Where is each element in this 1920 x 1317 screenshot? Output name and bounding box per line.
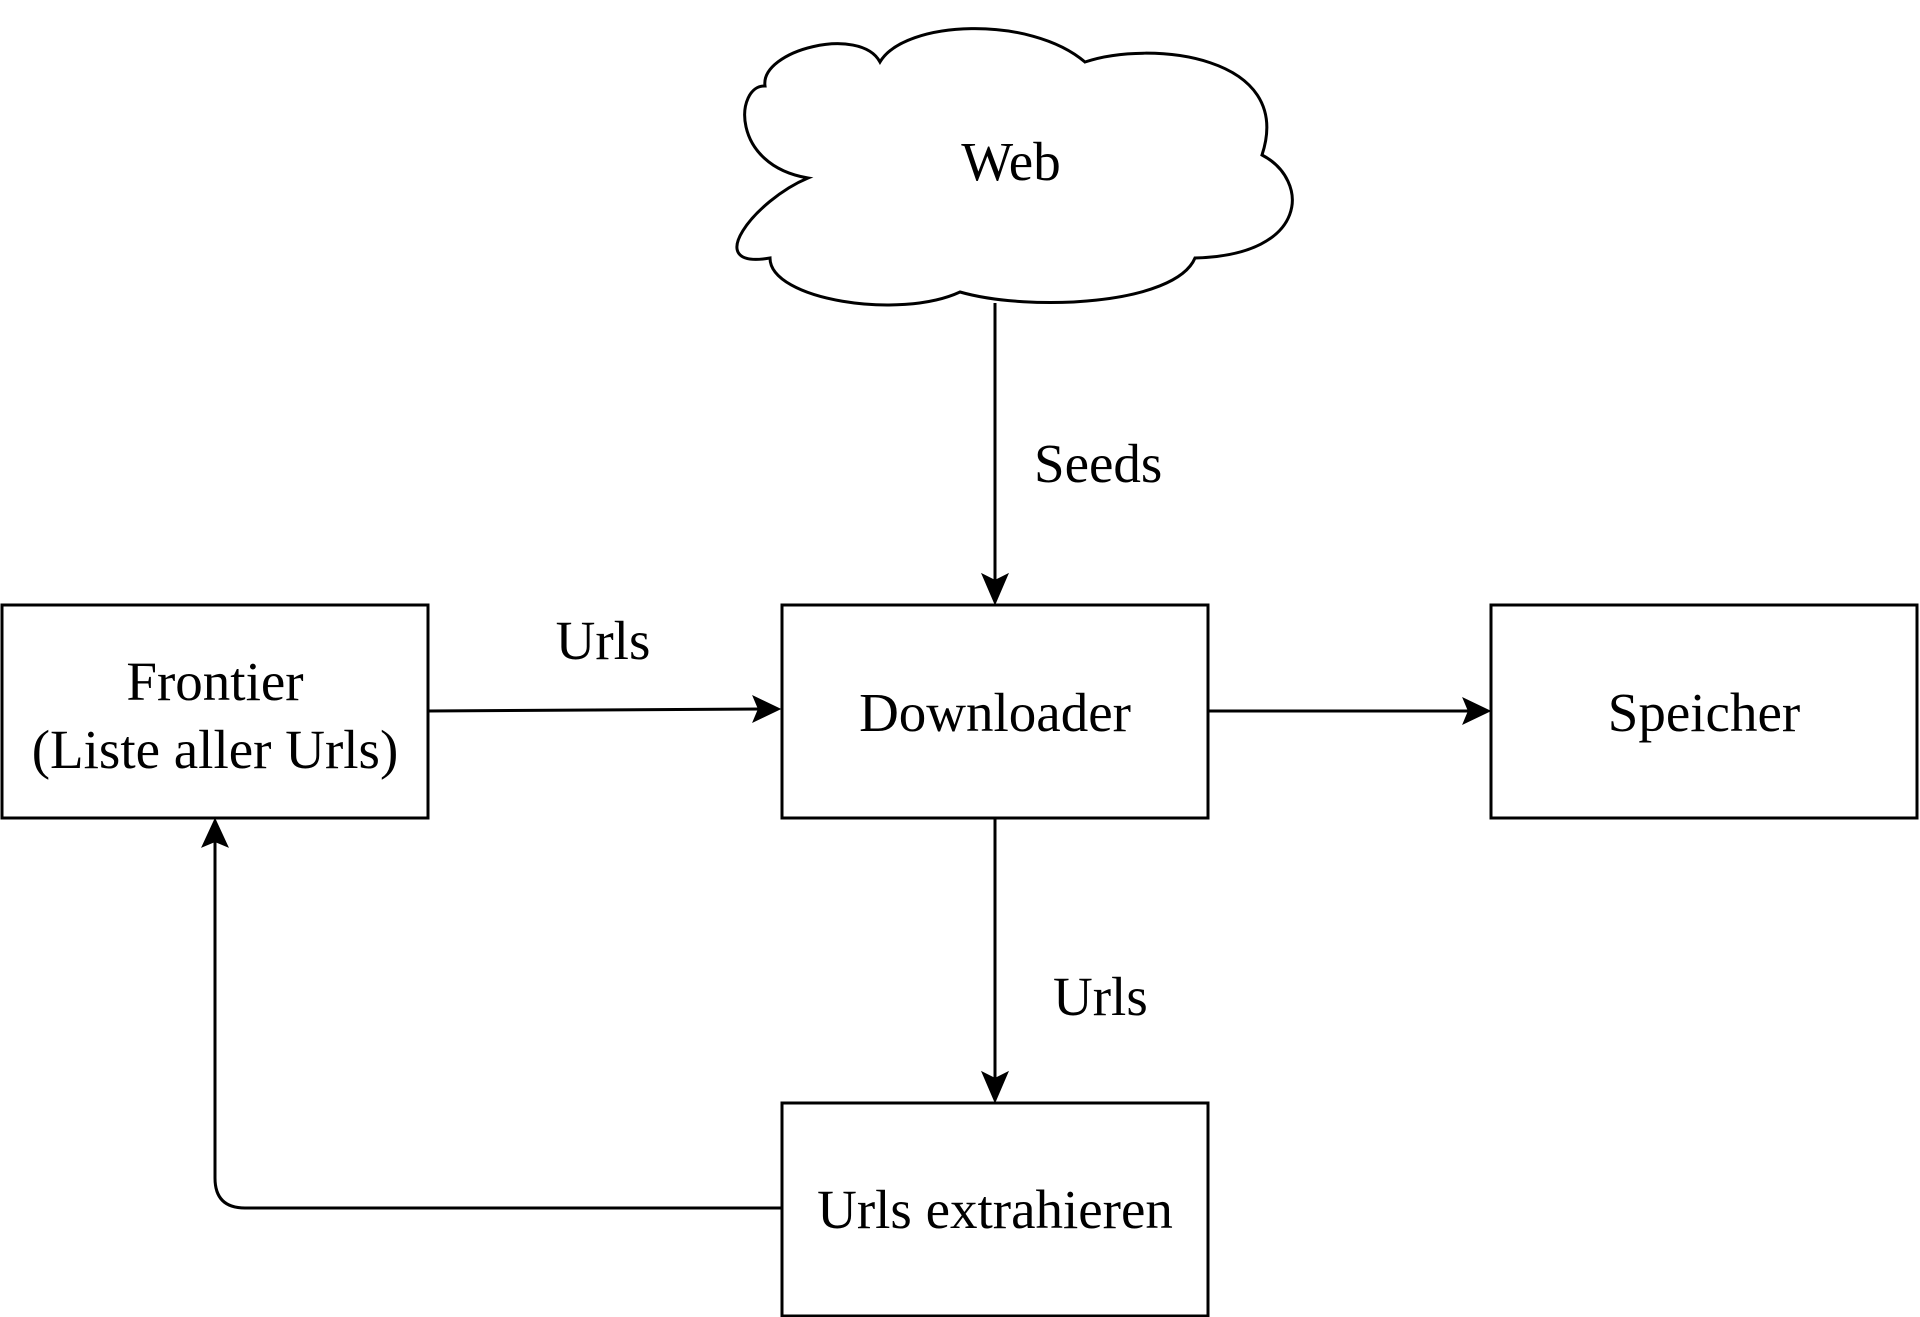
downloader-label: Downloader (859, 682, 1131, 743)
extract-label: Urls extrahieren (817, 1179, 1173, 1240)
arrowhead-right-icon (752, 694, 782, 724)
arrowhead-right-icon (1462, 696, 1492, 726)
edge-web-to-downloader: Seeds (981, 303, 1162, 606)
edge-label-urls-bottom: Urls (1053, 966, 1148, 1027)
web-cloud-outline (735, 27, 1294, 307)
speicher-node: Speicher (1489, 603, 1919, 820)
arrowhead-up-icon (201, 817, 229, 848)
frontier-node: Frontier (Liste aller Urls) (0, 603, 430, 820)
edge-downloader-to-extract: Urls (981, 818, 1148, 1104)
arrowhead-down-icon (981, 572, 1009, 606)
arrowhead-down-icon (981, 1070, 1009, 1104)
frontier-label-line1: Frontier (126, 651, 303, 712)
edge-downloader-to-speicher (1208, 696, 1492, 726)
web-cloud-node: Web (735, 27, 1294, 307)
edge-frontier-to-downloader: Urls (427, 610, 782, 724)
speicher-label: Speicher (1608, 682, 1800, 743)
speicher-box (1489, 603, 1919, 820)
edge-label-urls-top: Urls (556, 610, 651, 671)
web-label: Web (961, 131, 1060, 192)
edge-label-seeds: Seeds (1034, 433, 1162, 494)
edge-extract-to-frontier (201, 817, 782, 1210)
frontier-label-line2: (Liste aller Urls) (32, 719, 399, 780)
extract-node: Urls extrahieren (780, 1101, 1210, 1317)
frontier-box (0, 603, 430, 820)
edge-extract-to-frontier-line (213, 840, 782, 1210)
edge-frontier-to-downloader-line (427, 707, 763, 713)
downloader-node: Downloader (780, 603, 1210, 820)
extract-box (780, 1101, 1210, 1317)
